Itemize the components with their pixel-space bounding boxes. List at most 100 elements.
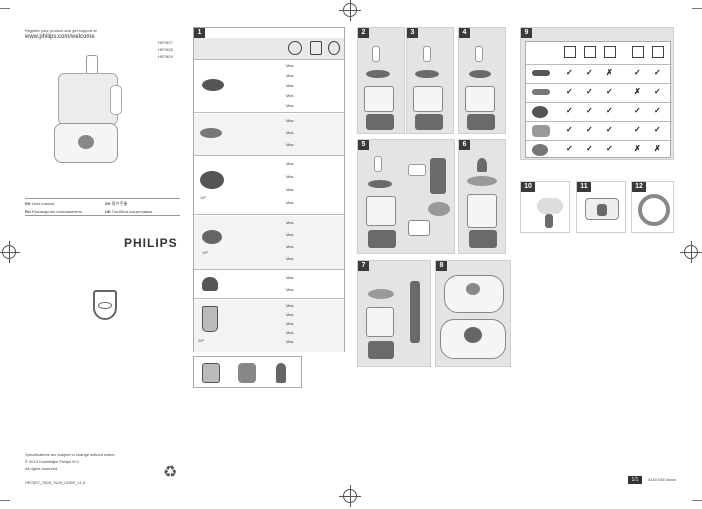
check-mark: ✓	[586, 87, 593, 96]
header-tap-icon	[564, 46, 576, 58]
row-label: Max.	[286, 103, 295, 108]
disc-part-icon	[532, 106, 548, 118]
seal-ring-icon	[638, 194, 670, 226]
section-3-panel: 3	[406, 27, 454, 134]
row-label: Max.	[286, 142, 295, 147]
blade-icon	[202, 79, 224, 91]
speed-label: 1/P	[202, 250, 209, 255]
registration-mark-left	[0, 241, 20, 263]
model-3: HR7629	[158, 54, 173, 59]
check-mark: ✓	[606, 125, 613, 134]
support-url[interactable]: www.philips.com/welcome	[25, 34, 95, 40]
check-mark: ✓	[634, 106, 641, 115]
section-5-panel: 5	[357, 139, 455, 254]
section-7-number: 7	[358, 261, 369, 271]
row-label: Max.	[286, 275, 295, 280]
header-fire-icon	[604, 46, 616, 58]
cross-mark: ✗	[634, 144, 641, 153]
grid-row-2: ✓ ✓ ✓ ✗ ✓	[526, 83, 672, 101]
row-label: Max.	[286, 187, 295, 192]
check-mark: ✓	[606, 144, 613, 153]
section-1-panel: 1 Max. Max. Max. Max. Max. Max. Max. Max…	[193, 27, 345, 352]
recycle-icon: ♻	[163, 464, 178, 481]
row-label: Max.	[286, 93, 295, 98]
row-label: Max.	[286, 200, 295, 205]
citrus-part-icon	[532, 144, 548, 156]
section-9-grid: ✓ ✓ ✗ ✓ ✓ ✓ ✓ ✓ ✓ ✗ ✓ ✓ ✓ ✓ ✓ ✓ ✓ ✓ ✓	[525, 41, 672, 158]
header-dishwasher-icon	[632, 46, 644, 58]
check-mark: ✓	[654, 68, 661, 77]
check-mark: ✓	[586, 68, 593, 77]
section-11-number: 11	[577, 182, 591, 192]
section-1-header	[194, 38, 344, 60]
row-label: Max.	[286, 118, 295, 123]
row-label: Max.	[286, 161, 295, 166]
mill-icon	[238, 363, 256, 383]
section-9-panel: 9 ✓ ✓ ✗ ✓ ✓ ✓ ✓ ✓ ✓ ✗ ✓ ✓ ✓ ✓ ✓	[520, 27, 674, 160]
slicing-disc-icon	[200, 171, 224, 189]
section-1-number: 1	[194, 28, 205, 38]
section-12-number: 12	[632, 182, 646, 192]
check-mark: ✓	[566, 144, 573, 153]
section-6-number: 6	[459, 140, 470, 150]
language-list: EN User manual ZH 用户手册 RU Руководство по…	[25, 198, 180, 216]
shredding-disc-icon	[202, 230, 222, 244]
section-12-panel: 12	[631, 181, 674, 233]
row-label: Max.	[286, 312, 295, 317]
crop-mark-bottom-right	[692, 500, 702, 501]
cross-mark: ✗	[654, 144, 661, 153]
section-7-panel: 7	[357, 260, 431, 367]
grid-row-4: ✓ ✓ ✓ ✓ ✓	[526, 121, 672, 139]
row-label: Max.	[286, 220, 295, 225]
footer-line-2: © 2013 Koninklijke Philips N.V.	[25, 459, 80, 464]
group-blade: Max. Max. Max. Max. Max.	[194, 61, 344, 113]
grid-row-1: ✓ ✓ ✗ ✓ ✓ ✓	[526, 64, 672, 82]
speed-label: 2/P	[198, 338, 205, 343]
check-mark: ✓	[586, 106, 593, 115]
row-label: Max.	[286, 303, 295, 308]
crop-mark-top-right	[692, 8, 702, 9]
row-label: Max.	[286, 130, 295, 135]
section-8-number: 8	[436, 261, 447, 271]
blender-jar-icon	[202, 306, 218, 332]
section-11-panel: 11	[576, 181, 626, 233]
registration-mark-bottom	[339, 485, 361, 507]
group-blender: 2/P Max. Max. Max. Max. Max.	[194, 300, 344, 352]
check-mark: ✓	[654, 106, 661, 115]
check-mark: ✓	[586, 144, 593, 153]
cross-mark: ✗	[606, 68, 613, 77]
bowl-part-icon	[532, 125, 550, 137]
mini-chopper-icon	[202, 363, 220, 383]
model-1: HR7627	[158, 40, 173, 45]
section-10-panel: 10	[520, 181, 570, 233]
speed-label: 1/P	[200, 195, 207, 200]
grid-row-5: ✓ ✓ ✓ ✗ ✗	[526, 140, 672, 158]
section-2-number: 2	[358, 28, 369, 38]
cross-mark: ✗	[634, 87, 641, 96]
crop-mark-top-left	[0, 8, 10, 9]
row-label: Max.	[286, 174, 295, 179]
check-mark: ✓	[606, 87, 613, 96]
doc-code: HR7627_7628_7629_USER_v1.0	[25, 480, 86, 485]
accessories-strip	[193, 356, 302, 388]
registration-mark-top	[339, 0, 361, 21]
check-mark: ✓	[586, 125, 593, 134]
timer-icon	[288, 41, 302, 55]
header-microwave-icon	[652, 46, 664, 58]
check-mark: ✓	[634, 125, 641, 134]
food-processor-image	[50, 55, 125, 165]
row-label: Max.	[286, 63, 295, 68]
group-slicing: 1/P Max. Max. Max. Max.	[194, 157, 344, 215]
row-label: Max.	[286, 256, 295, 261]
check-mark: ✓	[566, 87, 573, 96]
check-mark: ✓	[566, 68, 573, 77]
kneading-part-icon	[532, 89, 550, 95]
register-line: Register your product and get support at	[25, 28, 97, 33]
group-citrus-press: Max. Max.	[194, 271, 344, 299]
philips-shield-logo	[93, 290, 117, 320]
check-mark: ✓	[566, 106, 573, 115]
crop-mark-bottom-left	[0, 500, 10, 501]
check-mark: ✓	[654, 87, 661, 96]
section-2-panel: 2	[357, 27, 405, 134]
philips-wordmark: PHILIPS	[124, 236, 178, 250]
